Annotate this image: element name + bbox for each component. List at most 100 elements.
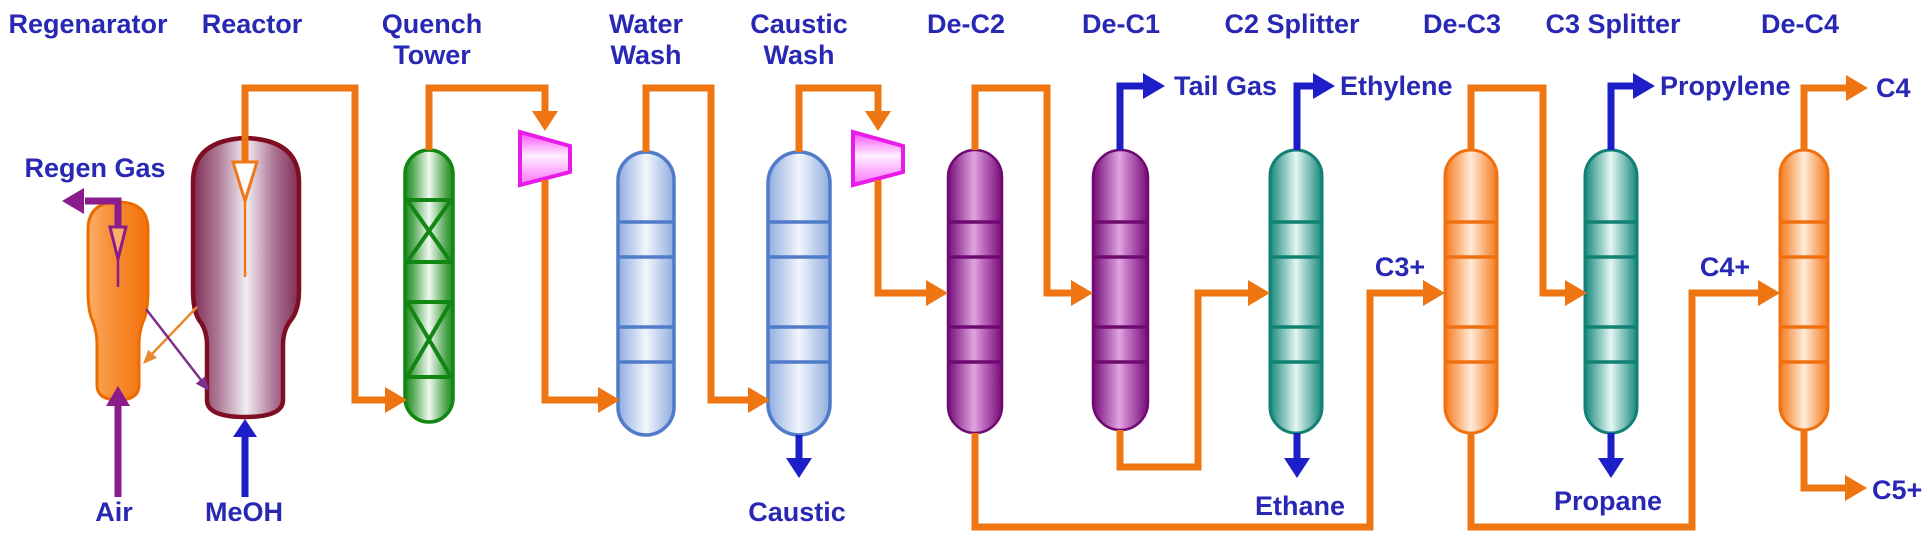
orange-pipes (241, 84, 1847, 531)
pipe-dec3-overhead-to-c3splitter (1467, 84, 1566, 297)
arrow-meoh (233, 419, 257, 437)
label-causticwash-line1: Caustic (750, 9, 848, 39)
pipe-dec2-overhead-to-dec1 (971, 84, 1072, 297)
quench-tower-column (403, 148, 455, 424)
c2-splitter-shell (1268, 148, 1324, 435)
arrow-propylene (1633, 73, 1655, 99)
label-reactor: Reactor (202, 9, 303, 39)
pipe-dec3-bottoms-to-dec4-c4plus (1467, 289, 1759, 531)
label-causticwash-line2: Wash (763, 40, 834, 70)
arrow-c4-product (1846, 75, 1868, 101)
de-c4-shell (1778, 148, 1830, 432)
pipe-dec2-bottoms-to-dec3-c3plus (971, 289, 1424, 531)
label-de-c4: De-C4 (1761, 9, 1839, 39)
label-waterwash-line2: Wash (610, 40, 681, 70)
caustic-wash-trays (769, 220, 829, 364)
pipe-dec4-overhead-c4 (1800, 84, 1847, 150)
label-quench-line1: Quench (382, 9, 483, 39)
pipe-waterwash-to-causticwash (642, 84, 749, 404)
de-c3-trays (1446, 220, 1496, 364)
pipe-regen-gas (85, 197, 122, 227)
label-waterwash-line1: Water (609, 9, 684, 39)
label-c4: C4 (1876, 73, 1911, 103)
label-c5plus: C5+ (1872, 475, 1922, 505)
pipe-ethylene (1293, 82, 1314, 150)
pipe-dec1-bottoms-to-c2splitter (1116, 289, 1249, 471)
pipe-tail-gas (1116, 82, 1144, 150)
pipe-causticwash-to-compressor2 (795, 84, 882, 152)
arrow-dec1-feed (1071, 280, 1093, 306)
reactor-shell (190, 135, 302, 420)
regenerator-shell (86, 200, 150, 402)
catalyst-transfer-arrow (195, 376, 209, 391)
arrow-regen-gas (62, 188, 84, 214)
de-c2-trays (949, 220, 1001, 364)
de-c3-column (1443, 148, 1499, 435)
de-c4-column (1778, 148, 1830, 432)
label-c3plus: C3+ (1375, 252, 1425, 282)
catalyst-circulation (143, 306, 209, 391)
arrow-air (106, 386, 130, 406)
de-c1-shell (1091, 148, 1150, 432)
pipe-propylene (1607, 82, 1634, 150)
c3-splitter-shell (1583, 148, 1639, 435)
de-c1-column (1091, 148, 1150, 432)
arrow-propane (1598, 458, 1624, 478)
caustic-wash-shell (766, 150, 832, 437)
reactor-distributor-icon (230, 160, 260, 207)
label-propane: Propane (1554, 486, 1662, 516)
arrow-c3splitter-feed (1565, 280, 1587, 306)
de-c1-trays (1094, 220, 1147, 364)
pipe-compressor2-to-dec2 (874, 180, 927, 297)
de-c4-trays (1781, 220, 1827, 364)
catalyst-return-arrow (143, 349, 157, 364)
arrow-c2splitter-feed (1248, 280, 1270, 306)
label-ethane: Ethane (1255, 491, 1345, 521)
compressor-2 (851, 129, 905, 188)
arrow-waterwash-feed (598, 387, 620, 413)
de-c3-shell (1443, 148, 1499, 435)
arrow-compressor1-inlet (532, 111, 558, 131)
blue-pipes (241, 82, 1634, 497)
arrow-ethylene (1313, 73, 1335, 99)
arrow-c5plus-product (1845, 475, 1867, 501)
regenerator-distributor-icon (108, 225, 128, 260)
label-meoh: MeOH (205, 497, 283, 527)
water-wash-shell (616, 150, 676, 437)
label-ethylene: Ethylene (1340, 71, 1453, 101)
label-quench-line2: Tower (393, 40, 471, 70)
label-c2-splitter: C2 Splitter (1224, 9, 1360, 39)
label-de-c3: De-C3 (1423, 9, 1501, 39)
label-c3-splitter: C3 Splitter (1545, 9, 1681, 39)
pipe-reactor-to-quench (241, 84, 386, 404)
label-propylene: Propylene (1660, 71, 1791, 101)
arrow-compressor2-inlet (865, 111, 891, 131)
orange-arrowheads (385, 75, 1868, 501)
c2-splitter-trays (1271, 220, 1321, 364)
purple-arrowheads (62, 188, 130, 406)
label-de-c2: De-C2 (927, 9, 1005, 39)
c3-splitter-column (1583, 148, 1639, 435)
catalyst-transfer-line (145, 308, 202, 381)
arrow-tail-gas (1143, 73, 1165, 99)
arrow-ethane (1284, 458, 1310, 478)
compressor-1 (518, 129, 572, 188)
pipe-quench-to-compressor1 (425, 84, 549, 150)
vessel-internals (108, 160, 260, 287)
de-c2-column (946, 148, 1004, 435)
pipe-compressor1-to-waterwash (541, 180, 599, 404)
label-regenerator: Regenarator (8, 9, 168, 39)
de-c2-shell (946, 148, 1004, 435)
label-de-c1: De-C1 (1082, 9, 1160, 39)
caustic-wash-column (766, 150, 832, 437)
water-wash-column (616, 150, 676, 437)
stream-labels: Regen Gas Air MeOH Caustic Tail Gas Ethy… (24, 71, 1922, 527)
water-wash-trays (619, 220, 673, 364)
label-regen-gas: Regen Gas (24, 153, 165, 183)
label-caustic: Caustic (748, 497, 846, 527)
quench-shell (403, 148, 455, 424)
label-air: Air (95, 497, 133, 527)
regenerator-vessel (86, 200, 150, 402)
equipment-labels: Regenarator Reactor Quench Tower Water W… (8, 9, 1839, 70)
